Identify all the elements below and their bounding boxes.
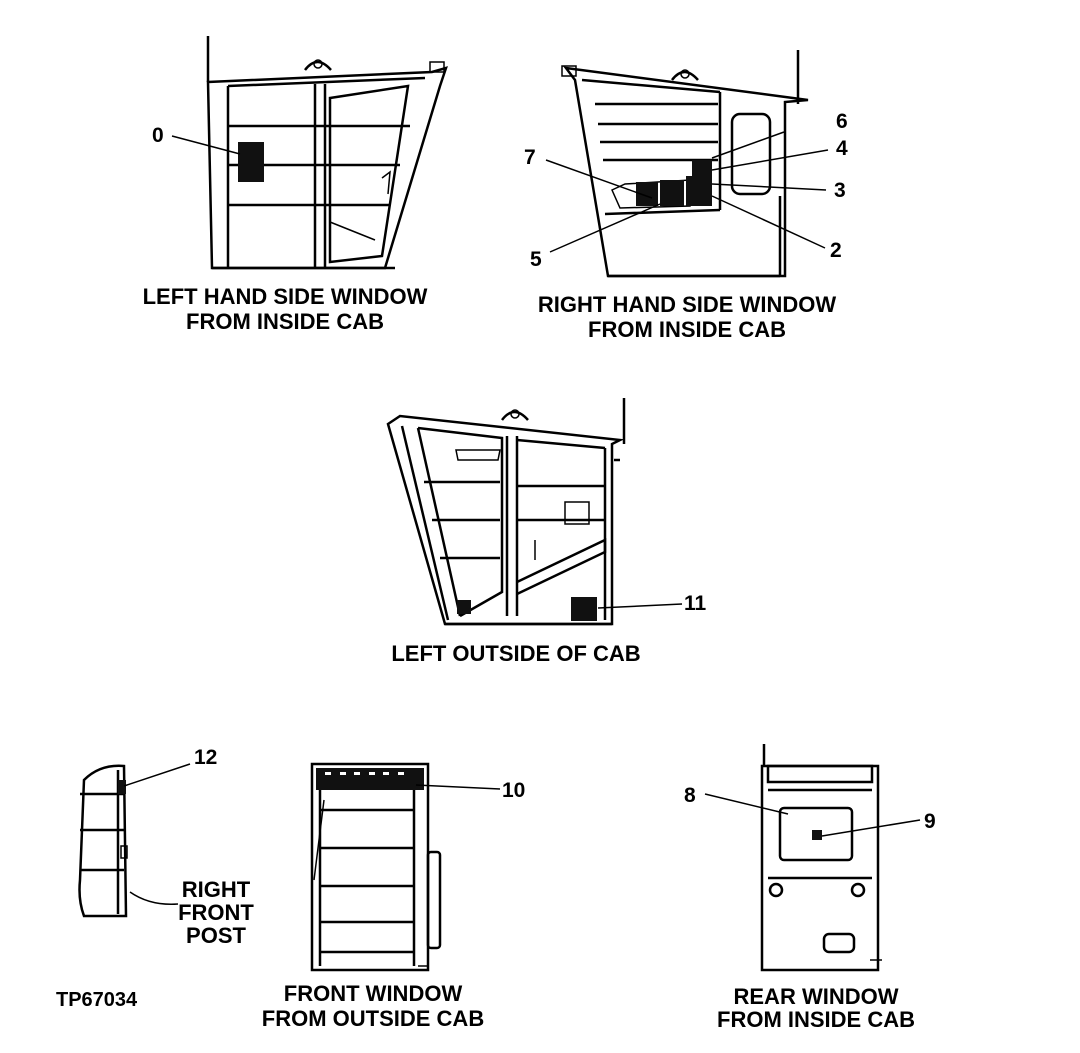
rear-window-drawing [760, 744, 882, 972]
caption-line: FRONT WINDOW [283, 981, 463, 1006]
decal-5 [636, 182, 658, 206]
decal-12 [118, 780, 126, 794]
callout-6: 6 [836, 110, 848, 133]
decal-0 [238, 142, 264, 182]
decal-9 [812, 830, 822, 840]
caption-line: POST [186, 923, 246, 948]
front-window-drawing [310, 762, 442, 972]
caption-line: REAR WINDOW [733, 984, 899, 1009]
callout-8: 8 [684, 784, 696, 807]
caption-left-outside-of-cab: LEFT OUTSIDE OF CAB [356, 641, 676, 666]
caption-right-hand-side-window: RIGHT HAND SIDE WINDOW FROM INSIDE CAB [506, 292, 868, 342]
caption-line: FROM OUTSIDE CAB [261, 1006, 485, 1031]
callout-4: 4 [836, 137, 848, 160]
callout-7: 7 [524, 146, 536, 169]
decal-4 [692, 160, 712, 176]
decal-3 [686, 176, 712, 206]
right-front-post-drawing [78, 764, 128, 918]
callout-3: 3 [834, 179, 846, 202]
right-hand-side-window-drawing [561, 50, 809, 278]
callout-2: 2 [830, 239, 842, 262]
caption-line: RIGHT [181, 877, 251, 902]
caption-line: LEFT OUTSIDE OF CAB [391, 641, 641, 666]
decal-10 [316, 768, 424, 790]
decal-2 [660, 180, 684, 206]
caption-line: FROM INSIDE CAB [717, 1007, 915, 1032]
caption-line: FROM INSIDE CAB [186, 309, 384, 334]
callout-5: 5 [530, 248, 542, 271]
caption-rear-window: REAR WINDOW FROM INSIDE CAB [690, 985, 942, 1031]
caption-front-window: FRONT WINDOW FROM OUTSIDE CAB [232, 981, 514, 1031]
callout-11: 11 [684, 592, 707, 615]
callout-12: 12 [194, 746, 217, 769]
decal-11 [571, 597, 597, 621]
left-hand-side-window-drawing [206, 36, 448, 270]
left-outside-cab-drawing [386, 398, 626, 626]
caption-line: LEFT HAND SIDE WINDOW [142, 284, 428, 309]
callout-9: 9 [924, 810, 936, 833]
callout-0: 0 [152, 124, 164, 147]
caption-line: RIGHT HAND SIDE WINDOW [537, 292, 837, 317]
caption-line: FRONT [178, 900, 254, 925]
figure-id: TP67034 [56, 989, 138, 1011]
decal-left-lower [457, 600, 471, 614]
callout-10: 10 [502, 779, 525, 802]
caption-right-front-post: RIGHT FRONT POST [166, 878, 266, 947]
caption-left-hand-side-window: LEFT HAND SIDE WINDOW FROM INSIDE CAB [110, 284, 460, 334]
caption-line: FROM INSIDE CAB [588, 317, 786, 342]
